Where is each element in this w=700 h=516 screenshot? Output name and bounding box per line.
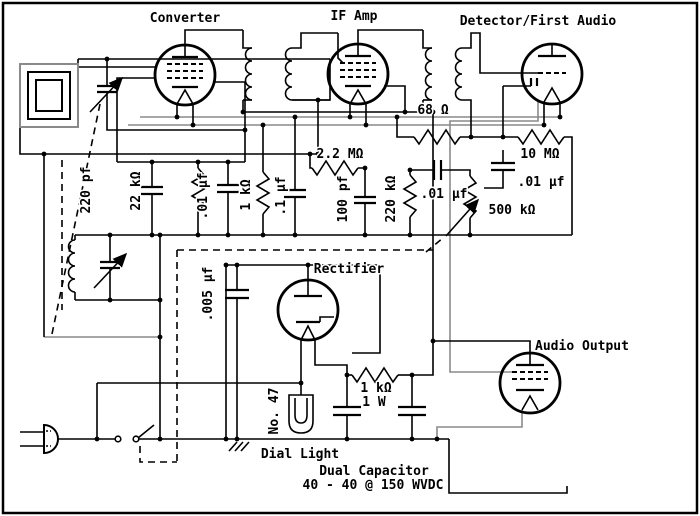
label-no47: No. 47: [267, 388, 282, 435]
if-transformer-2: [424, 47, 463, 101]
label-220pf: 220 pf: [79, 167, 94, 214]
capacitor-100pf: [354, 195, 376, 205]
label-detector: Detector/First Audio: [460, 14, 617, 29]
capacitor-005uf: [225, 288, 249, 300]
label-point1uf: .1 μf: [274, 176, 289, 215]
label-2.2-megohm: 2.2 MΩ: [317, 147, 364, 162]
oscillator-coil: [67, 239, 76, 293]
resistor-1k-1w: [351, 366, 399, 384]
capacitor-01uf-detector: [491, 161, 515, 172]
power-switch: [114, 424, 155, 443]
dashed-links: [51, 103, 444, 463]
chassis-ground-symbol: [228, 441, 250, 452]
label-220k: 220 kΩ: [384, 175, 399, 222]
label-if-amp: IF Amp: [331, 9, 378, 24]
capacitor-220pf: [141, 185, 163, 196]
filter-capacitor-2: [398, 405, 426, 417]
label-dial-light: Dial Light: [261, 447, 339, 462]
filter-capacitor-1: [333, 405, 361, 417]
resistor-2.2m: [311, 159, 359, 177]
potentiometer-500k: [445, 175, 480, 237]
label-dual-capacitor: Dual Capacitor: [319, 464, 429, 479]
power-plug: [43, 423, 59, 455]
resistor-1k: [255, 171, 271, 215]
resistor-22k: [190, 167, 206, 211]
label-005uf: .005 μf: [201, 267, 216, 322]
if-amp-tube: [326, 42, 390, 106]
label-01uf-coupling: .01 μf: [421, 187, 468, 202]
label-68-ohm: 68 Ω: [417, 103, 448, 118]
if-transformer-1: [244, 47, 293, 101]
label-1k: 1 kΩ: [239, 179, 254, 210]
label-10-megohm: 10 MΩ: [520, 147, 559, 162]
label-22k: 22 kΩ: [129, 171, 144, 210]
label-100pf: 100 pf: [336, 176, 351, 223]
rf-tuning-capacitor: [89, 76, 124, 113]
label-500k: 500 kΩ: [489, 203, 536, 218]
label-1k-1w-value: 1 kΩ: [360, 381, 391, 396]
text-labels: Converter IF Amp Detector/First Audio Re…: [78, 8, 631, 495]
label-dual-capacitor-rating: 40 - 40 @ 150 WVDC: [303, 478, 444, 493]
audio-output-tube: [498, 351, 562, 415]
label-01uf-converter: .01 μf: [196, 173, 211, 220]
label-01uf-detector: .01 μf: [518, 175, 565, 190]
rectifier-tube: [276, 278, 340, 342]
capacitor-01uf-converter: [217, 183, 239, 194]
oscillator-tuning-capacitor: [93, 252, 128, 289]
resistor-68: [413, 128, 461, 146]
capacitor-01uf-coupling: [432, 160, 443, 180]
loop-antenna: [19, 63, 79, 128]
capacitor-point1uf: [284, 188, 306, 199]
dial-lamp: [288, 394, 314, 434]
resistor-10m: [517, 128, 565, 146]
label-audio-output: Audio Output: [535, 339, 629, 354]
label-converter: Converter: [150, 11, 221, 26]
label-rectifier: Rectifier: [314, 262, 385, 277]
junction-dots: [41, 56, 563, 442]
resistor-220k: [402, 174, 418, 218]
label-1k-1w-power: 1 W: [362, 395, 386, 410]
detector-tube: [520, 42, 584, 106]
converter-tube: [153, 43, 217, 107]
